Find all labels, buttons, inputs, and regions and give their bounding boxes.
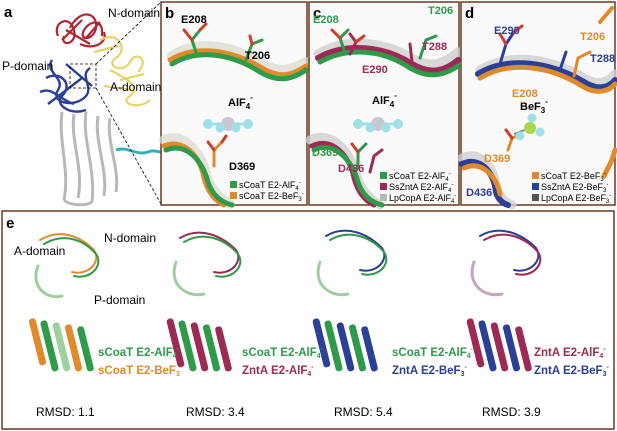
overlay-1-labels: sCoaT E2-AlF4- sCoaT E2-BeF3- RMSD: 1.1 xyxy=(36,346,183,419)
panel-b-ribbons xyxy=(159,41,311,209)
overlay-3-structure xyxy=(312,229,388,372)
legend-swatch-grey-d xyxy=(532,194,539,201)
overlay-4-structure xyxy=(466,229,542,372)
residue-e208: E208 xyxy=(181,14,207,26)
overlay-4-rmsd: RMSD: 3.9 xyxy=(482,405,541,419)
legend-swatch-navy-d xyxy=(532,183,539,190)
legend-entry-ssznta-c: SsZntA E2-AlF4- xyxy=(389,182,453,194)
legend-swatch-green xyxy=(230,181,237,188)
residue-t206-d: T206 xyxy=(580,31,605,43)
legend-entry-scoat-d: sCoaT E2-BeF3- xyxy=(541,171,606,183)
panel-d-ribbons xyxy=(457,6,617,210)
residue-d369-d: D369 xyxy=(484,153,510,165)
overlay-1-line1: sCoaT E2-AlF4- xyxy=(98,346,180,360)
n-domain-label: N-domain xyxy=(108,6,160,20)
panel-e: e A-domain N-domain P-domain xyxy=(1,210,615,430)
panel-b-legend: sCoaT E2-AlF4- sCoaT E2-BeF3- xyxy=(230,180,304,203)
residue-d369-c: D369 xyxy=(312,147,338,159)
p-domain-label-e: P-domain xyxy=(94,293,145,307)
panel-b: b E208 xyxy=(159,1,311,209)
overlay-3-labels: sCoaT E2-AlF4- ZntA E2-BeF3- RMSD: 5.4 xyxy=(334,346,474,419)
n-domain-structure xyxy=(55,13,106,48)
legend-swatch-crimson-c xyxy=(380,183,387,190)
legend-entry-lpcopa-d: LpCopA E2-BeF3- xyxy=(541,193,611,205)
panel-e-frame xyxy=(1,210,615,430)
panel-b-label: b xyxy=(165,5,174,22)
overlay-1-structure xyxy=(28,233,100,372)
residue-e208-c: E208 xyxy=(313,14,339,26)
panel-e-label: e xyxy=(6,215,14,232)
overlay-3-line2: ZntA E2-BeF3- xyxy=(392,364,467,378)
legend-swatch-orange-d xyxy=(532,172,539,179)
bef3-cluster xyxy=(513,113,545,141)
overlay-4-line2: ZntA E2-BeF3- xyxy=(534,364,609,378)
overlay-1-line2: sCoaT E2-BeF3- xyxy=(98,364,183,378)
panel-a-label: a xyxy=(4,4,13,21)
legend-entry-scoat-c: sCoaT E2-AlF4- xyxy=(389,171,451,183)
overlay-2-rmsd: RMSD: 3.4 xyxy=(186,405,245,419)
legend-swatch-grey-c xyxy=(380,194,387,201)
residue-d436-c: D436 xyxy=(338,163,364,175)
overlay-2-structure xyxy=(166,231,242,372)
panel-a: a N-domain A-domain P-domain xyxy=(2,1,171,207)
residue-e208-d: E208 xyxy=(512,88,538,100)
panel-d-label: d xyxy=(465,5,474,22)
alf4-cluster xyxy=(203,117,253,133)
legend-entry-alf: sCoaT E2-AlF4- xyxy=(239,180,301,192)
residue-e290-c: E290 xyxy=(362,64,388,76)
panel-c-label: c xyxy=(313,5,321,22)
legend-swatch-green-c xyxy=(380,172,387,179)
n-domain-label-e: N-domain xyxy=(104,231,156,245)
overlay-3-line1: sCoaT E2-AlF4- xyxy=(392,346,474,360)
residue-d436-d: D436 xyxy=(466,187,492,199)
a-domain-label-e: A-domain xyxy=(14,244,65,258)
overlay-1-rmsd: RMSD: 1.1 xyxy=(36,405,95,419)
legend-entry-bef: sCoaT E2-BeF3- xyxy=(239,191,304,203)
a-domain-structure xyxy=(93,36,151,107)
residue-d369: D369 xyxy=(229,161,255,173)
legend-entry-ssznta-d: SsZntA E2-BeF3- xyxy=(541,182,608,194)
legend-entry-lpcopa-c: LpCopA E2-AlF4- xyxy=(389,193,456,205)
residue-t206: T206 xyxy=(245,50,270,62)
alf4-cluster-c xyxy=(353,117,403,133)
zoom-box xyxy=(69,63,97,89)
panel-d-legend: sCoaT E2-BeF3- SsZntA E2-BeF3- LpCopA E2… xyxy=(532,171,611,205)
p-domain-label: P-domain xyxy=(2,59,53,73)
residue-t206-c: T206 xyxy=(428,5,453,17)
residue-t288-c: T288 xyxy=(422,41,447,53)
zoom-line-bottom xyxy=(95,87,162,205)
residue-e290-d: E290 xyxy=(494,25,520,37)
panel-c-legend: sCoaT E2-AlF4- SsZntA E2-AlF4- LpCopA E2… xyxy=(380,171,456,205)
overlay-structures xyxy=(28,229,542,372)
overlay-2-line2: ZntA E2-AlF4- xyxy=(242,364,314,378)
legend-swatch-orange xyxy=(230,192,237,199)
alf4-label-c: AlF4- xyxy=(372,91,397,109)
overlay-2-line1: sCoaT E2-AlF4- xyxy=(242,346,324,360)
overlay-2-labels: sCoaT E2-AlF4- ZntA E2-AlF4- RMSD: 3.4 xyxy=(186,346,324,419)
transmembrane-helices xyxy=(59,111,119,207)
bef3-label: BeF3- xyxy=(520,97,548,115)
panel-c-sidechains xyxy=(330,28,438,174)
overlay-3-rmsd: RMSD: 5.4 xyxy=(334,405,393,419)
panel-c-ribbons xyxy=(305,38,463,210)
panel-d: d E290 T206 T288 xyxy=(457,1,617,210)
overlay-4-line1: ZntA E2-AlF4- xyxy=(534,346,606,360)
a-domain-label: A-domain xyxy=(110,80,161,94)
overlay-4-labels: ZntA E2-AlF4- ZntA E2-BeF3- RMSD: 3.9 xyxy=(482,346,609,419)
residue-t288-d: T288 xyxy=(590,53,615,65)
alf4-label: AlF4- xyxy=(228,93,253,111)
panel-b-sidechains xyxy=(182,22,264,168)
panel-c: c E208 T206 xyxy=(305,1,463,210)
